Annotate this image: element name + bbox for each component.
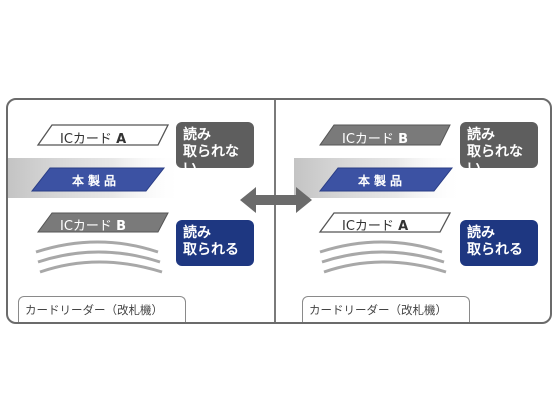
panel-right-graphics xyxy=(294,124,464,274)
panel-divider xyxy=(274,100,276,322)
reader-label: カードリーダー（改札機） xyxy=(18,296,186,322)
signal-waves-icon xyxy=(319,240,447,274)
reader-label: カードリーダー（改札機） xyxy=(302,296,470,322)
double-arrow-icon xyxy=(240,187,312,213)
panel-left: ICカード A 読み 取られない 本製品 ICカード B 読み 取られる カード… xyxy=(8,100,276,322)
product-label: 本製品 xyxy=(72,174,121,188)
product-label: 本製品 xyxy=(358,174,407,188)
top-card-label: ICカード B xyxy=(342,132,408,147)
bottom-card-label: ICカード A xyxy=(342,219,409,234)
bottom-card-label: ICカード B xyxy=(60,219,126,234)
not-read-bubble: 読み 取られない xyxy=(176,122,254,177)
bottom-card-shape xyxy=(37,212,169,233)
read-bubble: 読み 取られる xyxy=(176,220,254,266)
not-read-bubble: 読み 取られない xyxy=(460,122,538,177)
top-card-label: ICカード A xyxy=(60,132,127,147)
read-bubble: 読み 取られる xyxy=(460,220,538,266)
panel-right: ICカード B 読み 取られない 本製品 ICカード A 読み 取られる カード… xyxy=(276,100,544,322)
top-card-shape xyxy=(36,124,170,146)
panel-left-graphics xyxy=(8,124,183,274)
bottom-card-shape xyxy=(318,212,452,233)
product-shape xyxy=(30,167,166,192)
product-shape xyxy=(318,167,454,192)
top-card-shape xyxy=(319,124,451,146)
signal-waves-icon xyxy=(35,240,163,274)
